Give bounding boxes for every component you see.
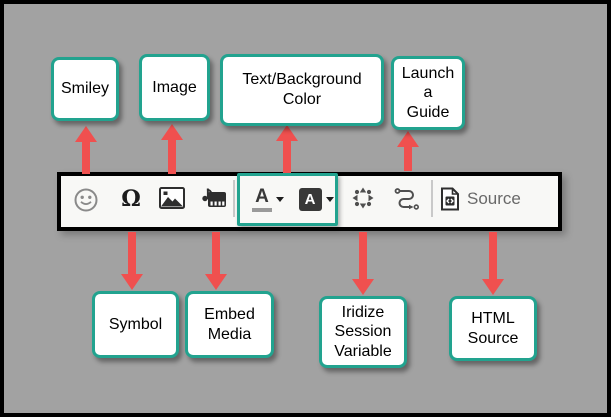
arrowhead — [482, 279, 504, 295]
arrow-iridize-session-variable — [352, 232, 374, 295]
callout-text-background-color: Text/Background Color — [220, 54, 384, 126]
chevron-down-icon — [276, 196, 284, 202]
callout-image: Image — [139, 54, 210, 121]
arrowhead — [75, 126, 97, 142]
arrow-smiley — [75, 126, 97, 174]
route-path-icon — [394, 188, 419, 210]
background-color-button[interactable]: A — [296, 183, 336, 215]
callout-iridize-session-variable: Iridize Session Variable — [319, 296, 407, 368]
callout-launch-a-guide-label: Launch a Guide — [401, 64, 455, 121]
starburst-arrows-icon — [352, 187, 374, 209]
callout-smiley: Smiley — [51, 57, 119, 121]
text-color-icon: A — [252, 187, 272, 212]
toolbar-separator — [431, 180, 433, 217]
launch-guide-button[interactable] — [394, 186, 420, 210]
arrow-image — [161, 124, 183, 174]
code-document-icon — [441, 187, 459, 211]
callout-image-label: Image — [152, 78, 197, 96]
callout-smiley-label: Smiley — [60, 80, 109, 98]
arrowhead — [397, 131, 419, 147]
arrowhead — [352, 279, 374, 295]
arrowhead — [161, 124, 183, 140]
arrowhead — [276, 125, 298, 141]
text-color-button[interactable]: A — [248, 183, 288, 215]
callout-launch-a-guide: Launch a Guide — [391, 56, 465, 130]
color-buttons-highlight-box — [237, 173, 338, 226]
callout-symbol: Symbol — [92, 291, 179, 358]
callout-html-source-label: HTML Source — [467, 309, 519, 347]
background-color-icon: A — [298, 187, 322, 211]
special-character-button[interactable]: Ω — [117, 184, 145, 214]
callout-text-background-color-label: Text/Background Color — [242, 71, 362, 108]
source-button[interactable]: Source — [440, 186, 521, 212]
arrow-symbol — [121, 232, 143, 290]
smiley-icon — [74, 188, 98, 212]
chevron-down-icon — [325, 196, 334, 202]
image-button[interactable] — [159, 187, 185, 209]
embed-media-button[interactable] — [201, 186, 227, 210]
smiley-button[interactable] — [73, 187, 99, 213]
callout-embed-media: Embed Media — [185, 291, 274, 358]
color-swatch-bar — [252, 207, 272, 212]
iridize-session-variable-button[interactable] — [352, 187, 374, 209]
arrowhead — [205, 274, 227, 290]
source-button-label: Source — [467, 189, 521, 208]
arrow-text-background-color — [276, 125, 298, 173]
callout-iridize-session-variable-label: Iridize Session Variable — [334, 303, 392, 360]
callout-html-source: HTML Source — [449, 296, 537, 361]
toolbar-separator — [233, 180, 235, 217]
callout-symbol-label: Symbol — [108, 315, 163, 333]
callout-embed-media-label: Embed Media — [204, 305, 255, 343]
omega-icon: Ω — [121, 186, 141, 212]
arrow-html-source — [482, 232, 504, 295]
arrowhead — [121, 274, 143, 290]
embed-media-icon — [202, 188, 226, 207]
image-icon — [159, 187, 185, 209]
arrow-embed-media — [205, 232, 227, 290]
arrow-launch-a-guide — [397, 131, 419, 171]
